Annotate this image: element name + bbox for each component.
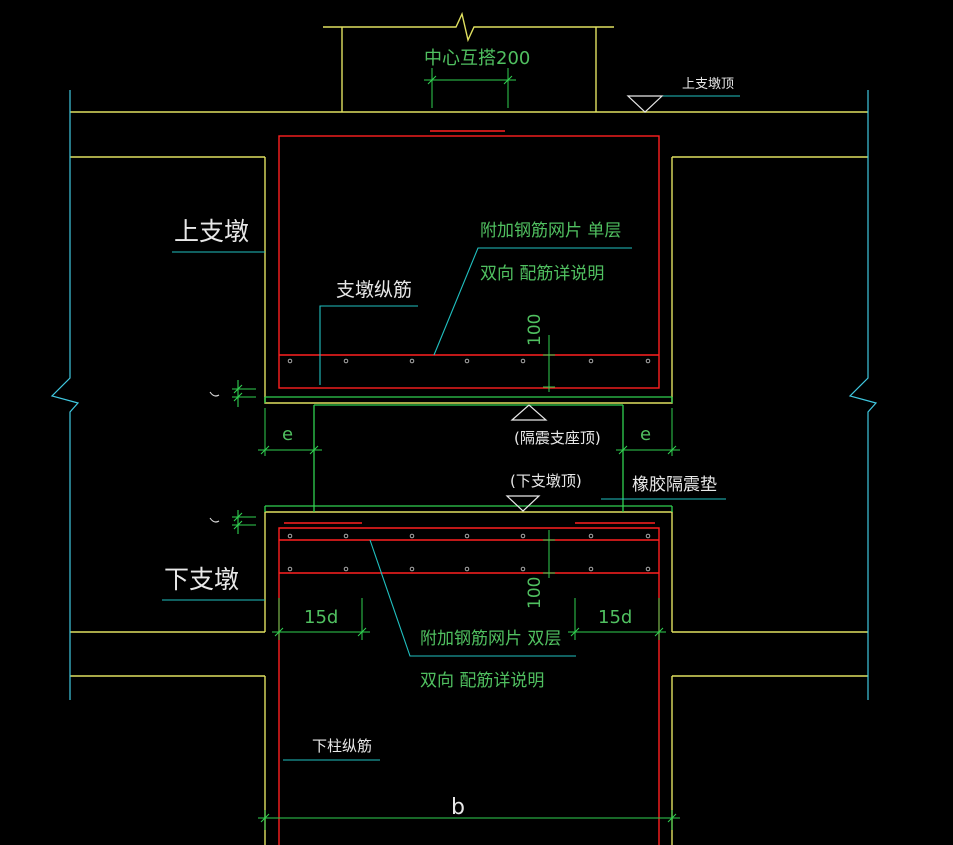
leader-extra-mesh-double	[369, 539, 576, 657]
bearing-top-plate	[264, 396, 673, 403]
label-extra-mesh-double: 附加钢筋网片 双层	[420, 629, 561, 649]
lower-beam-outline	[70, 631, 868, 677]
leader-extra-mesh-single	[433, 247, 632, 356]
side-break-lines	[50, 90, 878, 700]
elevation-markers	[505, 95, 664, 512]
label-dim-100-upper: 100	[525, 314, 545, 346]
text-labels: 中心互搭200 上支墩顶 上支墩 附加钢筋网片 单层 双向 配筋详说明 支墩纵筋…	[164, 48, 734, 820]
label-center-spacing: 中心互搭200	[424, 48, 530, 69]
isolator-top-triangle	[510, 404, 548, 421]
lower-pier-rebar-cage	[278, 527, 660, 845]
label-isolator-top: (隔震支座顶)	[514, 429, 601, 447]
label-lower-pier: 下支墩	[164, 565, 239, 594]
rebar	[278, 130, 660, 845]
leader-pier-long-rebar	[319, 305, 418, 385]
thickness-dims	[209, 380, 256, 534]
upper-pier-top-triangle	[626, 95, 664, 113]
lower-pier-top-triangle	[505, 495, 541, 512]
leaders	[162, 95, 740, 761]
dimension-lines	[258, 68, 680, 830]
upper-pier-rebar-cage	[278, 135, 660, 389]
label-upper-pier: 上支墩	[174, 217, 249, 246]
rebar-dots	[287, 358, 651, 572]
label-lower-pier-top: (下支墩顶)	[510, 472, 582, 490]
concrete-outlines	[70, 11, 868, 845]
label-upper-pier-top: 上支墩顶	[682, 77, 734, 92]
label-15d-left: 15d	[304, 607, 338, 628]
top-wall-outline	[323, 11, 614, 112]
label-e-right: e	[640, 424, 651, 445]
label-15d-right: 15d	[598, 607, 632, 628]
label-bidirectional-1: 双向 配筋详说明	[480, 264, 604, 284]
bearing-plate-lower	[264, 505, 673, 512]
upper-pier-outline	[264, 157, 673, 404]
label-dim-100-lower: 100	[525, 577, 545, 609]
bearing-body	[313, 405, 624, 512]
label-lower-column-rebar: 下柱纵筋	[312, 737, 372, 755]
label-bidirectional-2: 双向 配筋详说明	[420, 671, 544, 691]
isolation-bearing	[264, 396, 673, 512]
label-dim-b: b	[451, 795, 465, 820]
label-pier-long-rebar: 支墩纵筋	[336, 279, 412, 301]
label-extra-mesh-single: 附加钢筋网片 单层	[480, 221, 621, 241]
label-e-left: e	[282, 424, 293, 445]
label-rubber-bearing: 橡胶隔震垫	[632, 475, 717, 495]
